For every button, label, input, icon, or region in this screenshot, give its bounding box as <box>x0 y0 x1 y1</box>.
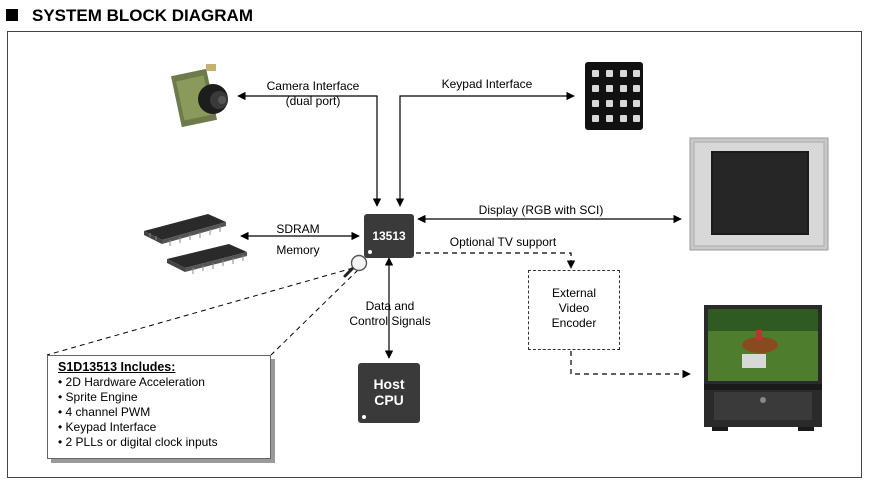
features-heading: S1D13513 Includes: <box>58 360 176 374</box>
tv-image <box>704 305 822 431</box>
s1d13513-chip: 13513 <box>364 214 414 258</box>
keypad-connector <box>395 91 575 207</box>
video-encoder-box: External Video Encoder <box>528 270 620 350</box>
host-pin1-dot <box>362 415 366 419</box>
tv-support-label: Optional TV support <box>449 235 557 249</box>
tv-support-connector <box>416 252 576 269</box>
signals-label-line2: Control Signals <box>349 314 431 328</box>
callout-line-2 <box>270 269 359 356</box>
features-list: 2D Hardware Acceleration Sprite Engine 4… <box>58 375 270 450</box>
display-label: Display (RGB with SCI) <box>478 203 604 217</box>
host-label-line1: Host <box>373 376 405 392</box>
sdram-label-line2: Memory <box>276 243 320 257</box>
feature-item: Keypad Interface <box>58 420 270 435</box>
callout-line-1 <box>46 267 354 356</box>
sdram-chip-image-2 <box>167 244 247 274</box>
encoder-line3: Encoder <box>551 316 597 330</box>
magnifier-icon <box>343 254 368 278</box>
chip-pin1-dot <box>368 250 372 254</box>
title-text: SYSTEM BLOCK DIAGRAM <box>32 6 253 25</box>
chip-label: 13513 <box>372 229 406 243</box>
lcd-display-image <box>689 137 829 251</box>
keypad-interface-label: Keypad Interface <box>441 77 533 91</box>
sdram-label-line1: SDRAM <box>276 222 320 236</box>
camera-label-line2: (dual port) <box>285 94 341 108</box>
title-square-bullet <box>6 9 18 21</box>
features-box: S1D13513 Includes: 2D Hardware Accelerat… <box>47 355 271 459</box>
host-cpu-chip: Host CPU <box>358 363 420 423</box>
page-title: SYSTEM BLOCK DIAGRAM <box>6 6 253 26</box>
diagram-frame <box>7 31 862 478</box>
feature-item: 2 PLLs or digital clock inputs <box>58 435 270 450</box>
camera-interface-label: Camera Interface (dual port) <box>254 79 372 109</box>
host-label-line2: CPU <box>374 392 404 408</box>
signals-label: Data and Control Signals <box>338 299 442 329</box>
signals-label-line1: Data and <box>365 299 415 313</box>
sdram-chip-image-1 <box>144 214 226 246</box>
encoder-line1: External <box>551 286 597 300</box>
encoder-line2: Video <box>558 301 590 315</box>
keypad-image <box>585 62 643 130</box>
feature-item: 4 channel PWM <box>58 405 270 420</box>
camera-label-line1: Camera Interface <box>266 79 360 93</box>
camera-connector <box>237 91 382 207</box>
encoder-to-tv-connector <box>570 351 691 379</box>
sdram-memory-label: SDRAM Memory <box>262 219 334 261</box>
feature-item: Sprite Engine <box>58 390 270 405</box>
camera-image <box>170 64 228 128</box>
feature-item: 2D Hardware Acceleration <box>58 375 270 390</box>
